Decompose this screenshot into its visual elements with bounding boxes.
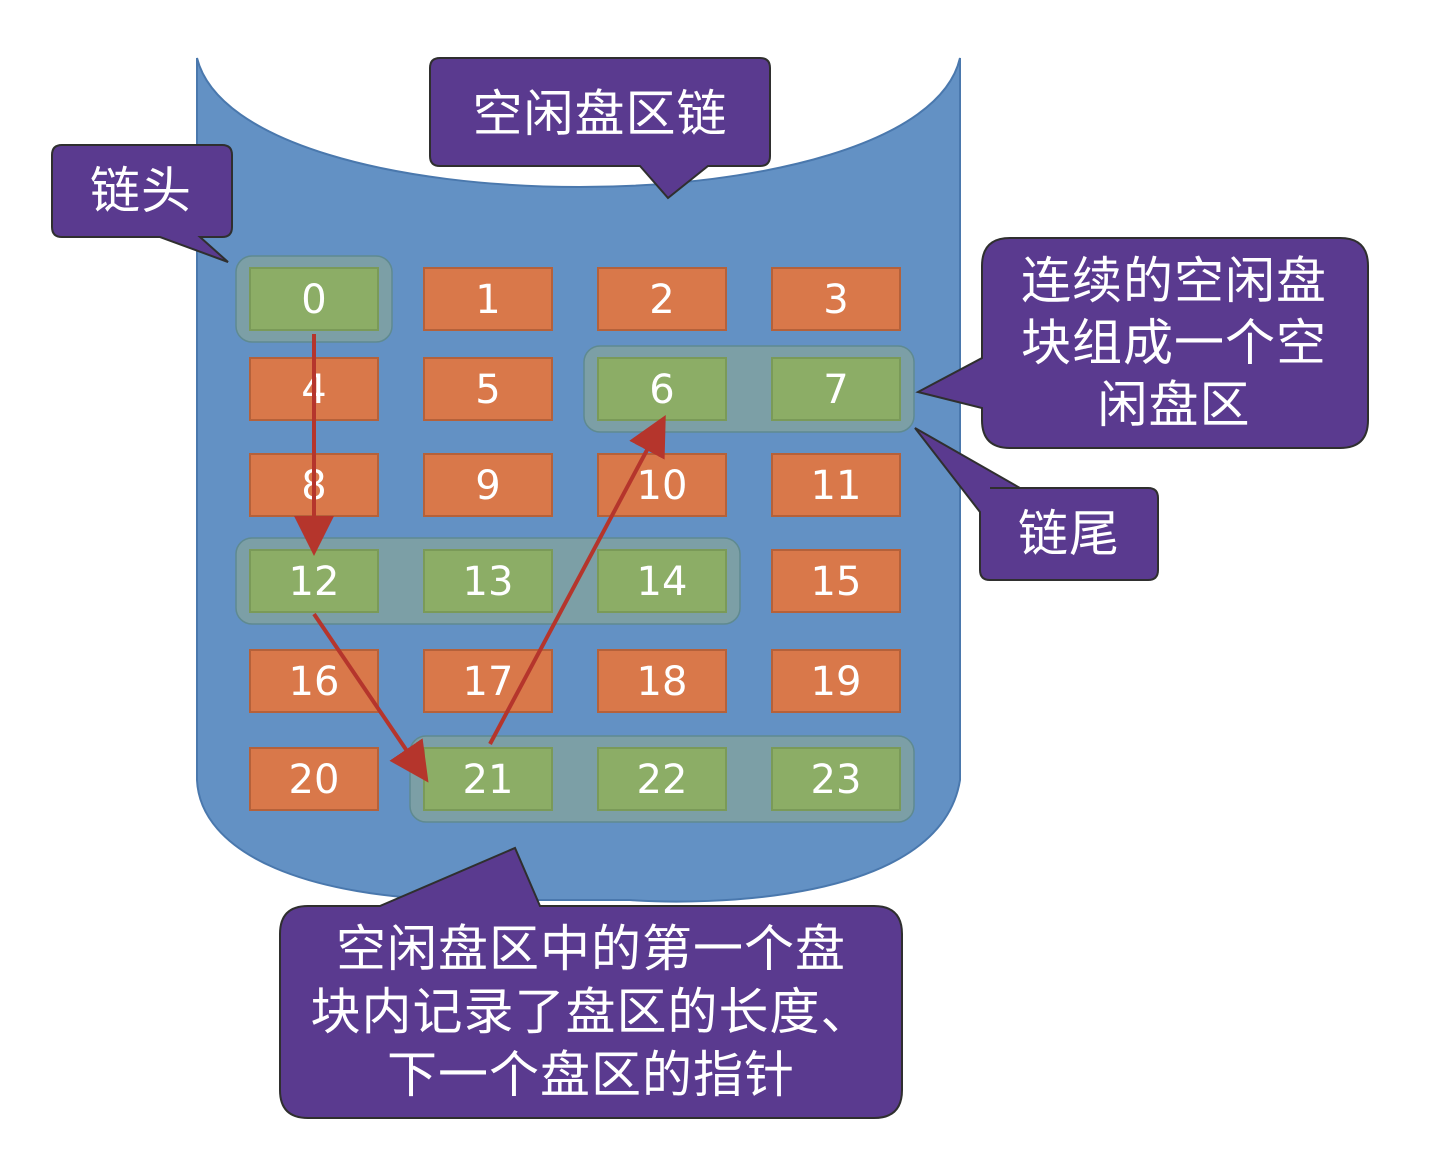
chain-links xyxy=(294,334,666,783)
free-block-rect xyxy=(597,357,727,421)
title-callout-shape xyxy=(429,57,771,200)
block-number: 2 xyxy=(649,277,674,323)
disk-block: 5 xyxy=(423,357,553,421)
tail-callout-shape xyxy=(914,427,1159,581)
block-number: 12 xyxy=(289,559,340,605)
used-block-rect xyxy=(771,649,901,713)
bottom-callout-shape xyxy=(279,846,903,1119)
block-number: 23 xyxy=(811,757,862,803)
free-block-rect xyxy=(249,549,379,613)
block-number: 11 xyxy=(811,463,862,509)
region-note-callout: 连续的空闲盘 块组成一个空 闲盘区 xyxy=(980,238,1368,448)
disk-block: 15 xyxy=(771,549,901,613)
disk-block: 9 xyxy=(423,453,553,517)
callout-shapes xyxy=(51,57,1369,1119)
head-callout-shape xyxy=(51,144,233,263)
block-number: 20 xyxy=(289,757,340,803)
block-number: 0 xyxy=(301,277,326,323)
region-note-line-3: 闲盘区 xyxy=(1097,376,1251,434)
disk-block: 20 xyxy=(249,747,379,811)
used-block-rect xyxy=(249,649,379,713)
chain-head-text: 链头 xyxy=(90,162,192,220)
used-block-rect xyxy=(423,453,553,517)
block-number: 6 xyxy=(649,367,674,413)
block-number: 13 xyxy=(463,559,514,605)
disk-block: 13 xyxy=(423,549,553,613)
chain-tail-callout: 链尾 xyxy=(980,488,1158,580)
free-block-rect xyxy=(423,747,553,811)
disk-block: 14 xyxy=(597,549,727,613)
block-number: 21 xyxy=(463,757,514,803)
disk-block: 18 xyxy=(597,649,727,713)
block-number: 19 xyxy=(811,659,862,705)
block-number: 18 xyxy=(637,659,688,705)
disk-block: 16 xyxy=(249,649,379,713)
block-number: 5 xyxy=(475,367,500,413)
used-block-rect xyxy=(771,267,901,331)
chain-link-arrow xyxy=(488,414,666,745)
block-number: 7 xyxy=(823,367,848,413)
used-block-rect xyxy=(423,649,553,713)
block-number: 17 xyxy=(463,659,514,705)
used-block-rect xyxy=(771,549,901,613)
bottom-note-line-1: 空闲盘区中的第一个盘 xyxy=(336,919,846,978)
chain-head-callout: 链头 xyxy=(52,145,230,237)
used-block-rect xyxy=(249,747,379,811)
disk-block: 12 xyxy=(249,549,379,613)
block-number: 1 xyxy=(475,277,500,323)
free-block-rect xyxy=(597,549,727,613)
disk-block: 23 xyxy=(771,747,901,811)
block-number: 10 xyxy=(637,463,688,509)
disk-block: 6 xyxy=(597,357,727,421)
free-block-rect xyxy=(423,549,553,613)
used-block-rect xyxy=(423,357,553,421)
bottom-note-line-3: 下一个盘区的指针 xyxy=(387,1045,795,1104)
free-block-rect xyxy=(771,747,901,811)
bottom-note-line-2: 块内记录了盘区的长度、 xyxy=(310,982,872,1041)
title-callout: 空闲盘区链 xyxy=(430,60,770,168)
free-block-rect xyxy=(771,357,901,421)
disk-block: 21 xyxy=(423,747,553,811)
used-block-rect xyxy=(597,649,727,713)
block-number: 14 xyxy=(637,559,688,605)
used-block-rect xyxy=(597,267,727,331)
chain-link-arrow xyxy=(312,612,429,783)
region-callout-shape xyxy=(915,237,1369,449)
disk-block: 19 xyxy=(771,649,901,713)
region-note-line-2: 块组成一个空 xyxy=(1021,314,1327,372)
chain-tail-text: 链尾 xyxy=(1018,505,1120,563)
region-note-line-1: 连续的空闲盘 xyxy=(1021,252,1327,310)
block-number: 16 xyxy=(289,659,340,705)
block-number: 15 xyxy=(811,559,862,605)
title-text: 空闲盘区链 xyxy=(472,85,728,143)
block-number: 9 xyxy=(475,463,500,509)
free-block-rect xyxy=(597,747,727,811)
used-block-rect xyxy=(423,267,553,331)
bottom-note-callout: 空闲盘区中的第一个盘 块内记录了盘区的长度、 下一个盘区的指针 xyxy=(280,906,902,1118)
disk-block: 1 xyxy=(423,267,553,331)
disk-block: 17 xyxy=(423,649,553,713)
disk-block: 3 xyxy=(771,267,901,331)
block-number: 22 xyxy=(637,757,688,803)
disk-block: 11 xyxy=(771,453,901,517)
used-block-rect xyxy=(771,453,901,517)
disk-block: 22 xyxy=(597,747,727,811)
disk-block: 0 xyxy=(249,267,379,331)
disk-block: 7 xyxy=(771,357,901,421)
disk-block: 2 xyxy=(597,267,727,331)
free-block-rect xyxy=(249,267,379,331)
block-number: 3 xyxy=(823,277,848,323)
